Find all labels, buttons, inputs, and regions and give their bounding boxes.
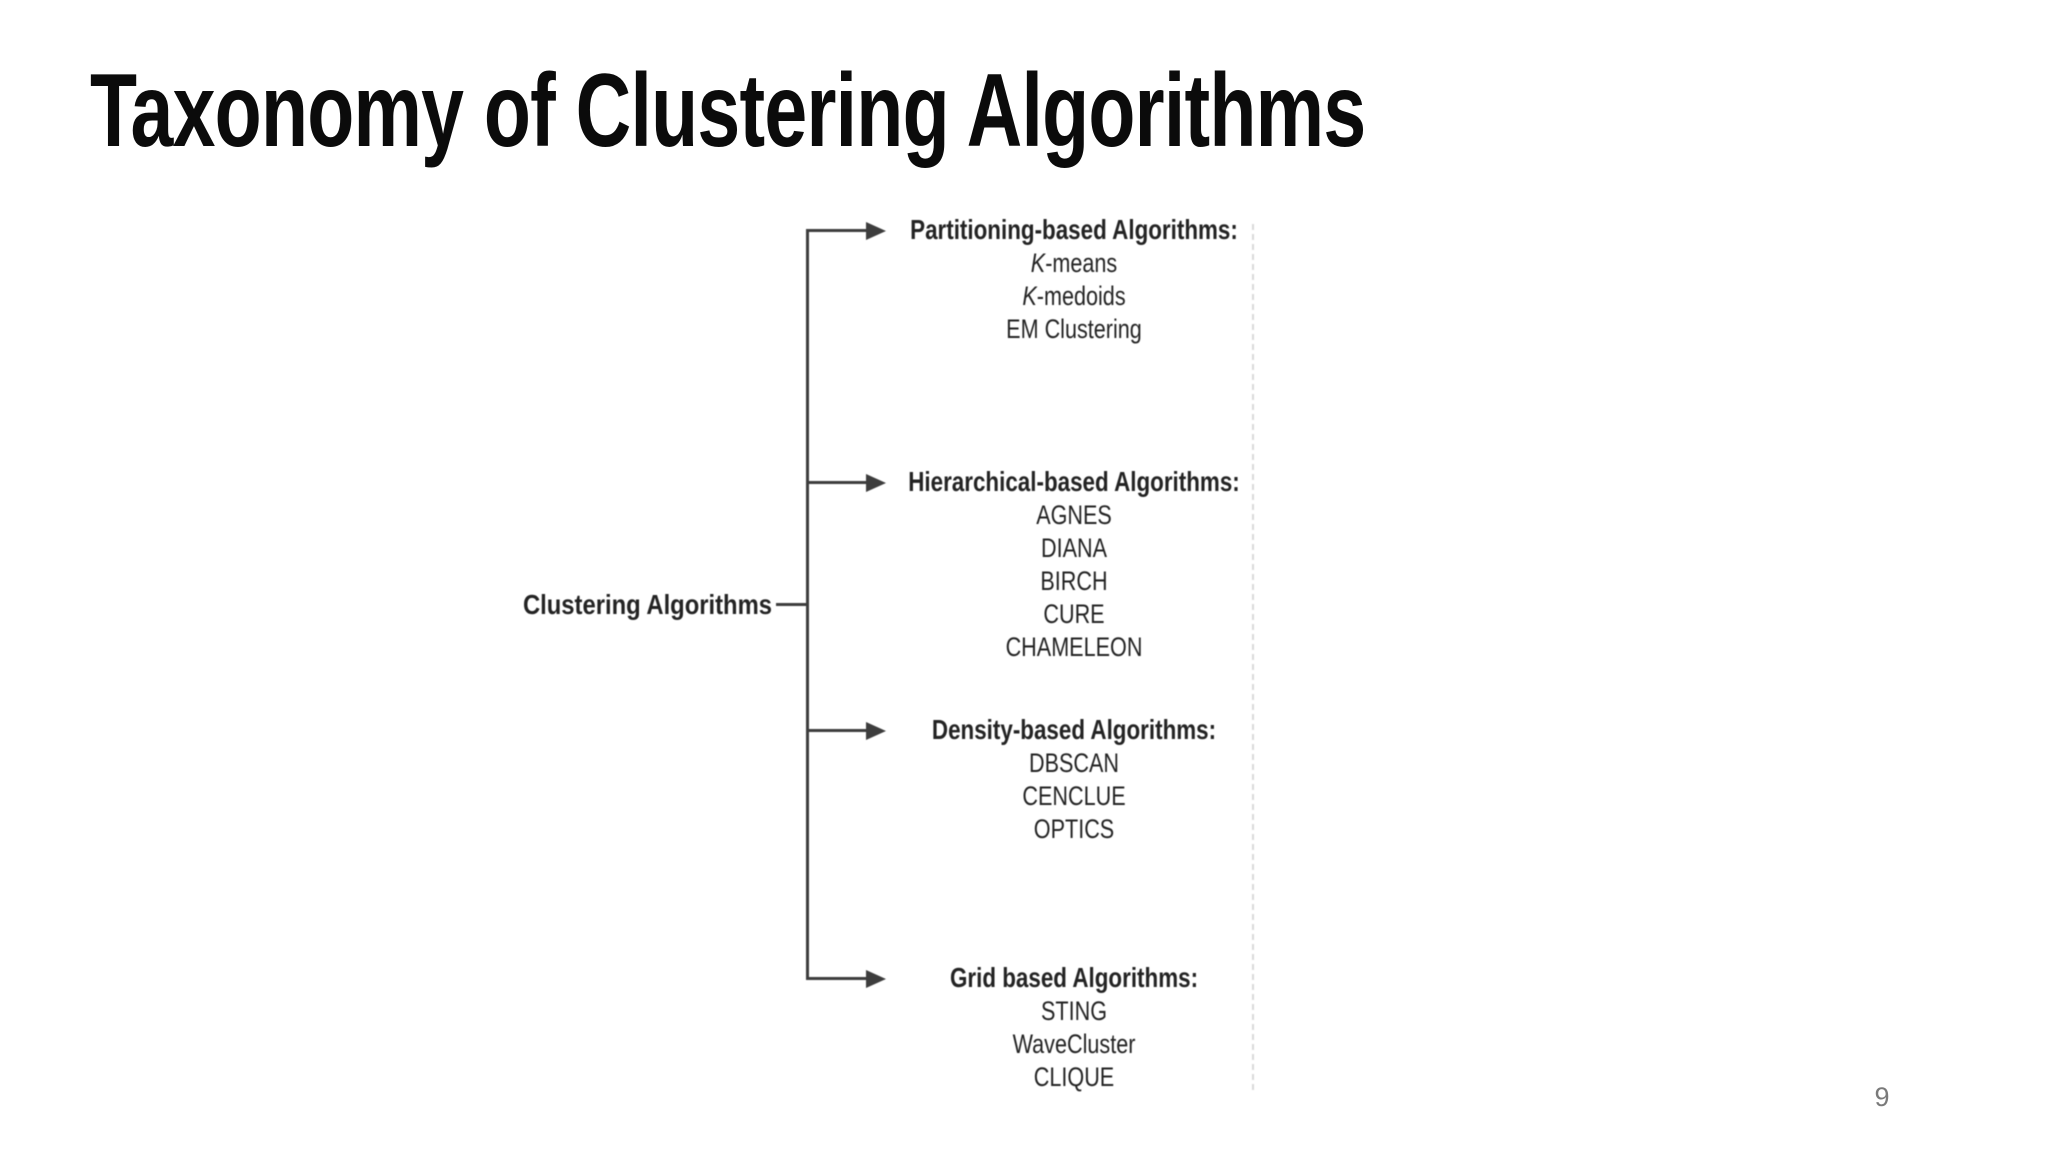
branch-line-hierarchical [806,481,868,484]
branch-line-density [806,729,868,732]
tree-item: CLIQUE [1033,1062,1115,1092]
tree-item: K-means [1030,248,1118,278]
tree-item: STING [1040,996,1107,1026]
branch-line-grid [806,977,868,980]
page-number: 9 [1874,1082,1890,1112]
arrow-right-icon [866,722,886,740]
tree-root-label: Clustering Algorithms [522,589,772,620]
branch-header: Hierarchical-based Algorithms: [908,466,1240,497]
tree-item: DBSCAN [1028,748,1120,778]
tree-item: OPTICS [1033,814,1115,844]
arrow-right-icon [866,222,886,240]
tree-item: CURE [1043,599,1105,629]
scan-edge-dashed-line [1252,224,1254,1090]
arrow-right-icon [866,474,886,492]
tree-item: K-medoids [1022,281,1126,311]
root-connector-line [776,603,808,606]
slide-title: Taxonomy of Clustering Algorithms [90,53,1366,169]
tree-item: DIANA [1040,533,1108,563]
tree-item: CHAMELEON [1005,632,1143,662]
tree-item: EM Clustering [1006,314,1142,344]
arrow-right-icon [866,970,886,988]
tree-item: CENCLUE [1022,781,1126,811]
branch-line-partitioning [806,229,868,232]
tree-item: WaveCluster [1012,1029,1136,1059]
tree-spine-line [806,229,809,980]
branch-header: Grid based Algorithms: [949,962,1199,993]
branch-header: Partitioning-based Algorithms: [910,214,1238,245]
tree-item: AGNES [1036,500,1112,530]
tree-item: BIRCH [1040,566,1108,596]
branch-header: Density-based Algorithms: [931,714,1217,745]
